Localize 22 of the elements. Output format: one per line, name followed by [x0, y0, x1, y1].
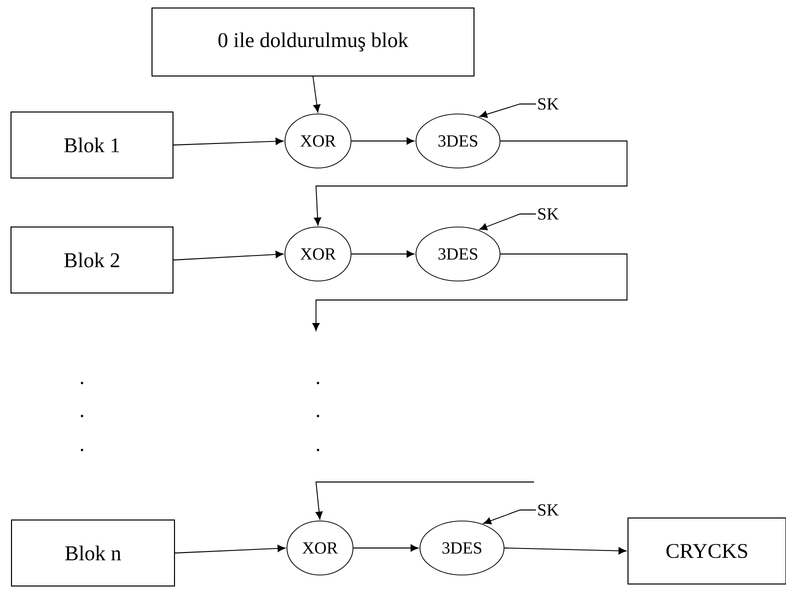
arrow: [312, 254, 628, 331]
arrow: [352, 544, 418, 552]
arrow: [173, 138, 284, 146]
leader-arrow: [483, 510, 536, 524]
arrow: [316, 482, 534, 520]
arrow: [312, 76, 320, 112]
block-box: 0 ile doldurulmuş blok: [152, 8, 474, 76]
leader-arrow: [479, 214, 536, 230]
block-box: Blok 1: [10, 112, 174, 178]
leader-arrow: [479, 104, 536, 118]
arrow: [350, 250, 414, 258]
arrow: [173, 250, 284, 260]
key-label: SK: [538, 98, 559, 110]
key-label: SK: [538, 504, 559, 516]
arrow: [314, 140, 628, 226]
arrow: [174, 544, 286, 554]
block-box: Blok n: [11, 520, 175, 586]
block-box: CRYCKS: [628, 518, 786, 584]
key-label: SK: [538, 208, 559, 220]
arrow: [350, 137, 414, 145]
block-box: Blok 2: [10, 226, 174, 294]
arrow: [504, 547, 626, 554]
